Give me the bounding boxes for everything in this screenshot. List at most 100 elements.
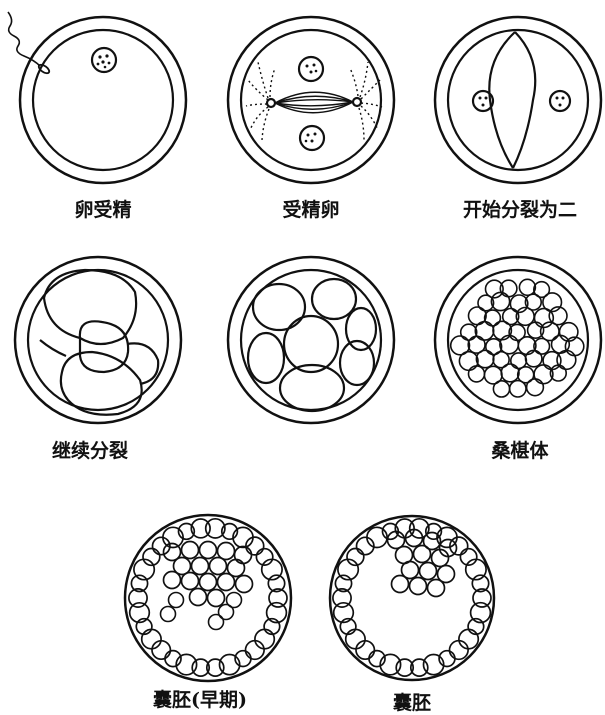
stage-label-continued-division: 继续分裂 bbox=[51, 440, 129, 462]
cell bbox=[140, 628, 162, 650]
fertilization-egg bbox=[7, 11, 188, 185]
stage-label-early-blastocyst: 囊胚(早期) bbox=[153, 689, 247, 711]
cell bbox=[390, 574, 410, 594]
cell bbox=[216, 541, 236, 561]
cell bbox=[162, 526, 184, 549]
cell bbox=[404, 528, 424, 548]
cell bbox=[180, 540, 200, 560]
cell bbox=[263, 617, 281, 636]
cell bbox=[232, 526, 254, 549]
cell bbox=[332, 588, 352, 608]
cell bbox=[475, 349, 495, 369]
cell bbox=[467, 365, 486, 383]
cell bbox=[395, 658, 415, 677]
cell bbox=[490, 291, 511, 312]
cell bbox=[204, 517, 226, 539]
cell bbox=[234, 574, 254, 594]
cell bbox=[408, 517, 430, 539]
cell bbox=[412, 544, 432, 564]
cell bbox=[532, 280, 551, 299]
cell bbox=[524, 293, 542, 311]
cell bbox=[151, 639, 172, 661]
cell bbox=[408, 576, 428, 596]
cell bbox=[135, 617, 153, 636]
cell bbox=[556, 349, 577, 371]
cell bbox=[206, 588, 226, 608]
cell bbox=[218, 653, 241, 676]
blastocyst-diagram bbox=[328, 514, 496, 682]
cell bbox=[207, 613, 225, 631]
cell bbox=[526, 321, 545, 340]
cell bbox=[386, 530, 406, 550]
cell bbox=[130, 574, 149, 593]
cell bbox=[167, 591, 185, 609]
stage-label-fertilized-egg: 受精卵 bbox=[282, 199, 340, 221]
cell bbox=[485, 338, 503, 356]
morula-diagram bbox=[433, 255, 603, 425]
cell bbox=[548, 306, 568, 326]
cell bbox=[459, 323, 478, 342]
cell bbox=[260, 558, 283, 581]
cell bbox=[464, 558, 487, 581]
cell bbox=[198, 572, 218, 592]
cell bbox=[483, 309, 502, 327]
cell bbox=[492, 350, 510, 369]
cell bbox=[422, 531, 442, 551]
cell bbox=[467, 617, 485, 636]
cell bbox=[162, 542, 182, 562]
cell bbox=[430, 548, 450, 568]
cell bbox=[409, 658, 429, 677]
cell bbox=[542, 292, 563, 313]
cell bbox=[436, 564, 456, 584]
cell bbox=[508, 379, 527, 398]
cell bbox=[339, 617, 357, 636]
cell bbox=[142, 547, 161, 567]
cell bbox=[518, 278, 537, 297]
cell bbox=[492, 379, 511, 398]
cell bbox=[128, 601, 151, 624]
cell bbox=[332, 601, 355, 624]
cell bbox=[254, 628, 276, 650]
cell bbox=[426, 578, 446, 598]
cell bbox=[198, 540, 218, 560]
sperm bbox=[7, 11, 41, 67]
cell bbox=[267, 574, 286, 593]
cell bbox=[346, 547, 365, 567]
cell bbox=[190, 556, 210, 576]
cell bbox=[448, 639, 469, 661]
cell bbox=[484, 279, 504, 299]
early-blastocyst-diagram bbox=[123, 513, 293, 683]
cell bbox=[334, 574, 353, 593]
cell bbox=[208, 556, 228, 576]
cell bbox=[501, 307, 520, 326]
cell bbox=[191, 658, 211, 677]
cell bbox=[525, 378, 545, 397]
two-cell-diagram bbox=[433, 15, 603, 185]
nucleus bbox=[90, 46, 118, 74]
cell bbox=[234, 649, 252, 668]
cell bbox=[216, 572, 236, 592]
cell bbox=[422, 653, 445, 676]
cell bbox=[205, 658, 225, 677]
eight-cell-diagram bbox=[226, 255, 396, 425]
cell bbox=[217, 603, 235, 621]
cell bbox=[524, 349, 543, 368]
cell bbox=[533, 337, 551, 355]
cell bbox=[449, 536, 469, 556]
cell bbox=[418, 561, 438, 581]
cell bbox=[379, 653, 402, 676]
stage-label-first-division: 开始分裂为二 bbox=[462, 199, 578, 221]
cell bbox=[467, 335, 486, 354]
cell bbox=[400, 560, 420, 580]
cell bbox=[355, 536, 375, 556]
cell bbox=[245, 536, 265, 556]
cell bbox=[180, 571, 200, 591]
cell bbox=[225, 591, 243, 609]
cell bbox=[151, 536, 171, 556]
cell bbox=[471, 574, 490, 593]
cell bbox=[424, 522, 443, 541]
cell bbox=[220, 522, 239, 541]
cell bbox=[500, 363, 520, 383]
cell bbox=[226, 558, 246, 578]
